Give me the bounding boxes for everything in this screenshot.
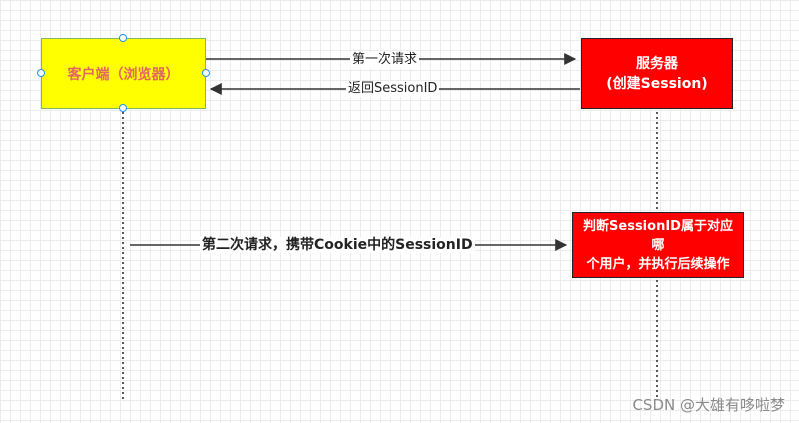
judge-label-line2: 个用户，并执行后续操作 [586,256,730,272]
selection-handle-top[interactable] [119,34,127,42]
judge-session-box[interactable]: 判断SessionID属于对应哪 个用户，并执行后续操作 [572,212,744,278]
csdn-watermark: CSDN @大雄有哆啦梦 [632,396,785,414]
first-request-label: 第一次请求 [350,52,420,68]
judge-label-line1: 判断SessionID属于对应哪 [583,218,733,253]
selection-handle-right[interactable] [202,69,210,77]
server-box[interactable]: 服务器 (创建Session) [581,38,733,109]
client-browser-box[interactable]: 客户端（浏览器） [41,38,206,109]
server-label-line2: (创建Session) [606,75,708,92]
second-request-label: 第二次请求，携带Cookie中的SessionID [200,237,475,253]
server-label-line1: 服务器 [636,55,678,72]
selection-handle-bottom[interactable] [119,104,127,112]
selection-handle-left[interactable] [37,69,45,77]
return-session-label: 返回SessionID [346,81,440,97]
client-label: 客户端（浏览器） [67,66,180,83]
